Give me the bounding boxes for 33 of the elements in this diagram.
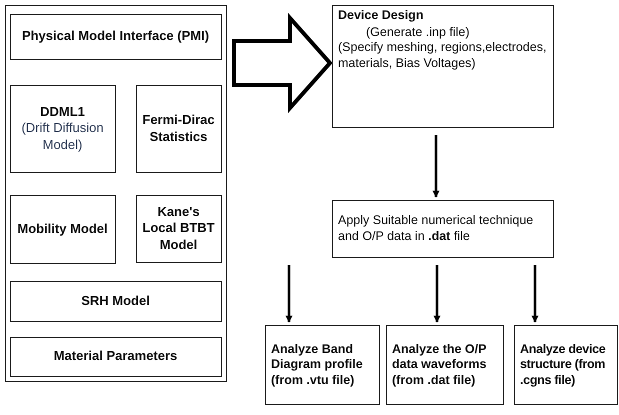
box-heading: Device Design [338, 8, 424, 24]
box-text: Fermi-Dirac Statistics [142, 112, 216, 145]
process-box [10, 194, 116, 264]
process-box [10, 280, 222, 322]
process-box [514, 325, 618, 405]
box-text: SRH Model [80, 292, 151, 310]
box-text: Kane's Local BTBT Model [142, 204, 216, 253]
arrow [286, 265, 292, 323]
box-text: (Generate .inp file) [365, 24, 471, 40]
box-text: Analyze device structure (from .cgns file) [520, 342, 606, 388]
process-box [136, 194, 222, 262]
arrow [434, 265, 440, 323]
box-text: Material Parameters [52, 348, 178, 365]
box-text: Analyze Band Diagram profile (from .vtu file) [271, 342, 364, 388]
process-box [10, 336, 222, 376]
process-box [332, 5, 554, 128]
arrow [432, 135, 440, 198]
process-box [10, 84, 116, 172]
process-box [265, 325, 380, 405]
arrow [532, 265, 538, 323]
box-text: Physical Model Interface (PMI) [20, 28, 210, 45]
block-arrow [232, 12, 333, 114]
box-text: (Drift Diffusion Model) [20, 120, 105, 153]
box-heading: DDML1 [39, 104, 86, 120]
process-box [10, 14, 222, 60]
process-box [136, 84, 222, 172]
process-box [386, 325, 504, 405]
process-box [332, 200, 554, 258]
box-text: Apply Suitable numerical technique and O/P data in .dat file [338, 213, 534, 245]
panel-box [5, 5, 227, 382]
box-text: Analyze the O/P data waveforms (from .dat file) [392, 342, 488, 388]
box-text: Mobility Model [16, 220, 109, 238]
box-text: (Specify meshing, regions,electrodes, materials, Bias Voltages) [338, 40, 548, 72]
